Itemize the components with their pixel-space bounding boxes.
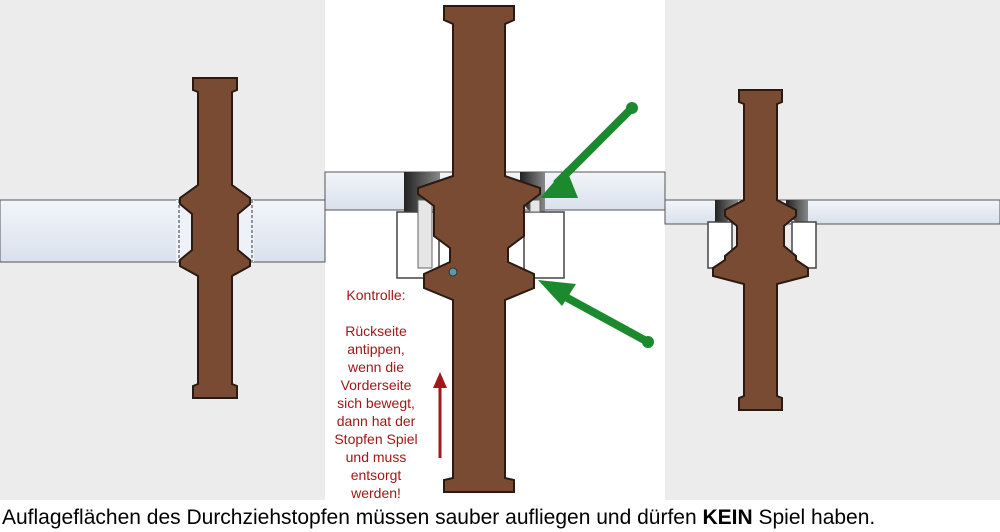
right-section xyxy=(664,89,1000,411)
left-wall-panel xyxy=(0,199,326,263)
green-arrow-bottom-head xyxy=(538,280,576,306)
middle-contact-dot xyxy=(448,267,458,277)
green-arrow-bottom xyxy=(558,290,650,346)
caption-emphasis: KEIN xyxy=(702,506,753,529)
caption-text-end: Spiel haben. xyxy=(752,506,876,529)
left-section xyxy=(0,77,326,399)
green-arrow-bottom-dot xyxy=(642,336,654,348)
middle-holder-right xyxy=(523,211,565,279)
middle-holder-inner-right xyxy=(529,199,541,213)
diagram: Kontrolle: Rückseite antippen, wenn die … xyxy=(0,0,1000,502)
caption: Auflageflächen des Durchziehstopfen müss… xyxy=(2,504,998,532)
right-plug xyxy=(712,89,809,411)
control-note-body: Rückseite antippen, wenn die Vorderseite… xyxy=(334,323,418,501)
middle-section xyxy=(324,5,666,493)
middle-plug xyxy=(417,5,541,493)
diagram-svg xyxy=(0,5,1000,493)
red-arrow-head xyxy=(433,372,447,388)
control-note-title: Kontrolle: xyxy=(346,287,406,303)
left-plug xyxy=(179,77,251,399)
middle-holder-inner-left xyxy=(417,199,433,269)
caption-text-start: Auflageflächen des Durchziehstopfen müss… xyxy=(2,506,703,529)
green-arrow-top xyxy=(553,105,635,187)
green-arrow-top-dot xyxy=(626,102,638,114)
green-arrow-top-head xyxy=(540,168,578,198)
control-note: Kontrolle: Rückseite antippen, wenn die … xyxy=(326,286,426,502)
